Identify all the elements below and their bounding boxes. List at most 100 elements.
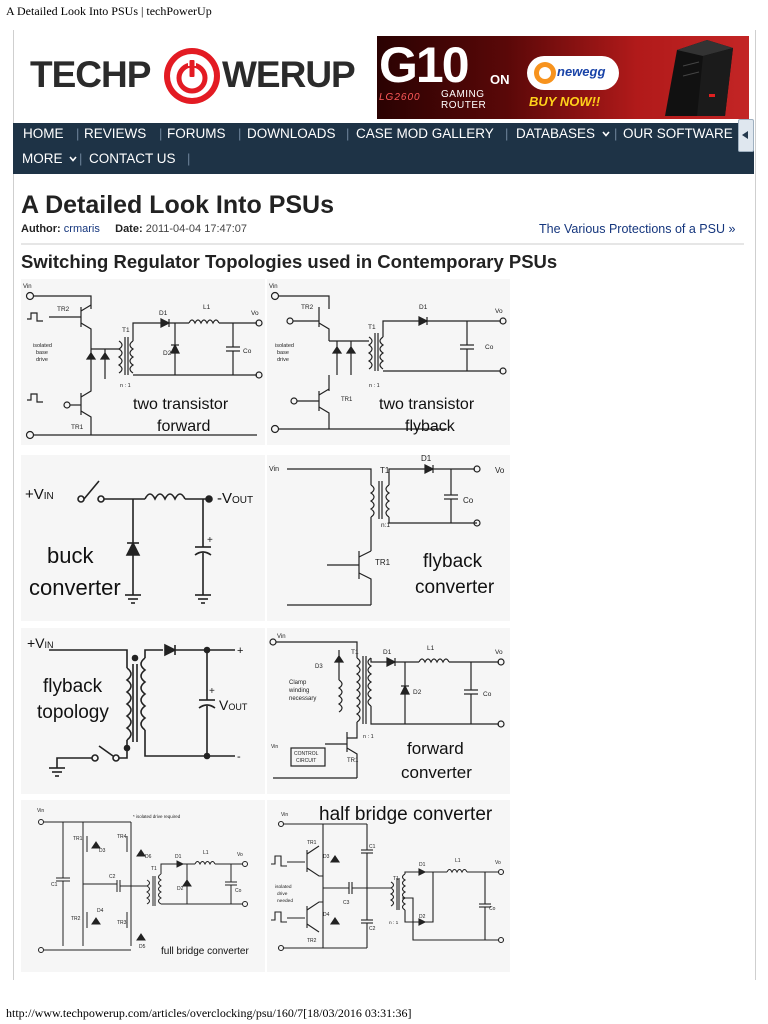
- diagram-label: TR3: [117, 920, 127, 926]
- diagram-label: C2: [109, 874, 116, 880]
- flyback-vout-sub: OUT: [228, 702, 248, 712]
- nav-scroll-button[interactable]: [738, 119, 754, 152]
- diagram-label: isolated: [275, 884, 292, 890]
- router-image: [665, 40, 733, 116]
- diagram-label: TR1: [71, 424, 84, 431]
- diagram-label: TR1: [341, 397, 353, 403]
- nav-more-label: MORE: [22, 151, 63, 166]
- diagram-forward-converter: Vin D3 T1 Clamp winding necessary n : 1 …: [267, 628, 510, 794]
- diagram-label: Vin: [277, 634, 286, 640]
- ad-model-sub: LG2600: [379, 92, 421, 103]
- diagram-label: necessary: [289, 696, 316, 702]
- nav-our-software[interactable]: OUR SOFTWARE: [623, 126, 733, 141]
- diagram-two-transistor-forward: Vin TR2 isolated base drive T1 n : 1 D1 …: [21, 279, 265, 445]
- nav-databases[interactable]: DATABASES: [516, 126, 610, 142]
- diagram-label: D1: [175, 854, 182, 860]
- diagram-label: winding: [288, 688, 309, 694]
- nav-forums[interactable]: FORUMS: [167, 126, 226, 141]
- diagram-label: T1: [351, 649, 359, 656]
- diagram-label: Vin: [271, 744, 278, 750]
- diagram-caption: full bridge converter: [161, 946, 249, 957]
- header-divider: [21, 243, 744, 245]
- diagram-caption-line1: buck: [47, 543, 94, 568]
- diagram-label: TR2: [71, 916, 81, 922]
- article-meta: Author: crmaris Date: 2011-04-04 17:47:0…: [21, 223, 247, 236]
- diagram-label: Co: [489, 906, 496, 912]
- logo-text-left: TECHP: [30, 54, 151, 95]
- flyback-vout-prefix: V: [219, 697, 229, 713]
- diagram-label: +: [237, 645, 243, 657]
- diagram-label: Co: [243, 348, 252, 355]
- nav-reviews[interactable]: REVIEWS: [84, 126, 147, 141]
- diagram-label: TR2: [301, 304, 314, 311]
- diagram-flyback-topology: +VIN + + VOUT - flyback topology: [21, 628, 265, 794]
- buck-vout-prefix: -V: [217, 490, 232, 507]
- flyback-vout-label: VOUT: [219, 697, 248, 713]
- diagram-caption-line1: forward: [407, 739, 464, 758]
- flyback-vin-label: +VIN: [27, 635, 54, 651]
- diagram-caption-line1: two transistor: [133, 396, 229, 413]
- diagram-label: D5: [139, 944, 146, 950]
- diagram-label: n : 1: [389, 920, 399, 926]
- diagram-label: base: [36, 350, 48, 356]
- diagram-label: n : 1: [369, 383, 380, 389]
- nav-downloads[interactable]: DOWNLOADS: [247, 126, 336, 141]
- diagram-label: D2: [413, 689, 422, 696]
- nav-separator: |: [346, 126, 350, 141]
- diagram-label: drive: [36, 357, 48, 363]
- author-label: Author:: [21, 223, 61, 235]
- nav-home[interactable]: HOME: [23, 126, 64, 141]
- nav-separator: |: [614, 126, 618, 141]
- buck-vin-label: +VIN: [25, 486, 54, 503]
- print-page-url: http://www.techpowerup.com/articles/over…: [6, 1006, 412, 1020]
- diagram-caption-line1: two transistor: [379, 396, 475, 413]
- diagram-label: T1: [393, 876, 399, 882]
- diagram-label: drive: [277, 891, 288, 897]
- diagram-label: D1: [383, 649, 392, 656]
- diagram-label: D2: [163, 350, 172, 357]
- site-logo[interactable]: TECHP WERUP: [30, 44, 365, 108]
- chevron-down-icon: [69, 156, 77, 163]
- author-link[interactable]: crmaris: [63, 223, 100, 235]
- diagram-label: TR2: [307, 938, 317, 944]
- date-label: Date:: [115, 223, 143, 235]
- diagram-label: L1: [203, 850, 209, 856]
- diagram-label: D6: [145, 854, 152, 860]
- next-page-link[interactable]: The Various Protections of a PSU »: [539, 222, 736, 236]
- diagram-label: C1: [369, 844, 376, 850]
- diagram-label: D1: [419, 862, 426, 868]
- diagram-label: Vo: [251, 310, 259, 317]
- diagram-label: TR1: [375, 558, 391, 567]
- ad-line-2: ROUTER: [441, 100, 487, 111]
- diagram-label: T1: [122, 327, 130, 334]
- diagram-label: TR1: [347, 758, 359, 764]
- nav-more[interactable]: MORE: [22, 151, 77, 167]
- nav-contact-us[interactable]: CONTACT US: [89, 151, 176, 166]
- diagram-caption-line2: converter: [415, 577, 495, 598]
- diagram-label: Vin: [269, 284, 278, 290]
- ad-on-text: ON: [490, 72, 510, 87]
- diagram-caption-line1: flyback: [43, 676, 103, 697]
- diagram-label: isolated: [33, 343, 52, 349]
- nav-separator: |: [505, 126, 509, 141]
- nav-separator: |: [159, 126, 163, 141]
- diagram-label: Vo: [495, 860, 501, 866]
- diagram-label: needed: [277, 898, 293, 904]
- diagram-label: Co: [463, 496, 474, 505]
- diagram-label: Clamp: [289, 680, 307, 686]
- diagram-label: n:1: [381, 522, 390, 529]
- flyback-vin-sub: IN: [45, 640, 54, 650]
- nav-case-mod-gallery[interactable]: CASE MOD GALLERY: [356, 126, 494, 141]
- diagram-caption-line2: converter: [29, 575, 121, 600]
- logo-text-right: WERUP: [222, 54, 356, 95]
- diagram-label: * isolated drive required: [133, 814, 181, 819]
- section-heading: Switching Regulator Topologies used in C…: [21, 251, 558, 272]
- diagram-label: Vo: [495, 308, 503, 315]
- diagram-label: C1: [51, 882, 58, 888]
- diagram-label: -: [237, 751, 241, 763]
- diagram-label: D1: [419, 304, 428, 311]
- diagram-caption-line2: converter: [401, 763, 472, 782]
- ad-banner[interactable]: G10 LG2600 GAMING ROUTER ON newegg BUY N…: [377, 36, 749, 119]
- diagram-label: Vin: [23, 284, 32, 290]
- newegg-egg-icon: [534, 62, 556, 84]
